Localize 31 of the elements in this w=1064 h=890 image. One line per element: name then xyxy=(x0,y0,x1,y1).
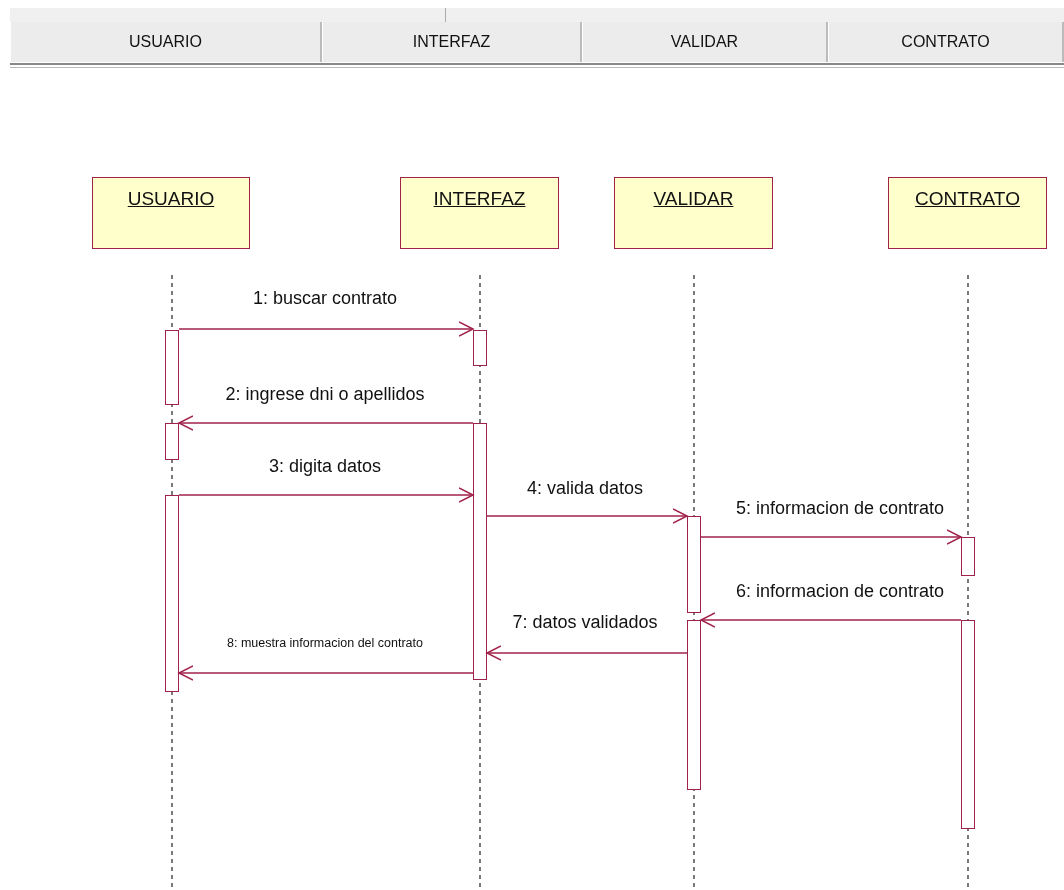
activation-bar xyxy=(165,423,179,460)
activation-bar xyxy=(473,423,487,680)
activation-bar xyxy=(961,620,975,829)
lifeline-object-box xyxy=(614,177,773,249)
lifeline-object-box xyxy=(400,177,559,249)
activation-bar xyxy=(473,330,487,366)
activation-bar xyxy=(961,537,975,576)
message-arrow xyxy=(486,645,688,661)
object-name: VALIDAR xyxy=(653,188,734,210)
activation-bar xyxy=(165,495,179,692)
column-header: INTERFAZ xyxy=(322,22,582,62)
object-name: INTERFAZ xyxy=(433,188,526,210)
message-label: 2: ingrese dni o apellidos xyxy=(225,384,425,405)
message-arrow xyxy=(178,415,474,431)
activation-bar xyxy=(687,516,701,613)
activation-bar xyxy=(165,330,179,405)
column-header: USUARIO xyxy=(10,22,322,62)
message-arrow xyxy=(700,612,962,628)
message-arrow xyxy=(700,529,962,545)
column-header: VALIDAR xyxy=(582,22,828,62)
activation-bar xyxy=(687,620,701,790)
lifeline-object-box xyxy=(888,177,1047,249)
message-arrow xyxy=(178,665,474,681)
message-arrow xyxy=(178,487,474,503)
object-name: CONTRATO xyxy=(915,188,1020,210)
message-arrow xyxy=(486,508,688,524)
lifeline-object-box xyxy=(92,177,250,249)
column-header: CONTRATO xyxy=(828,22,1064,62)
message-arrow xyxy=(178,321,474,337)
object-name: USUARIO xyxy=(127,188,215,210)
message-label: 3: digita datos xyxy=(268,456,382,477)
